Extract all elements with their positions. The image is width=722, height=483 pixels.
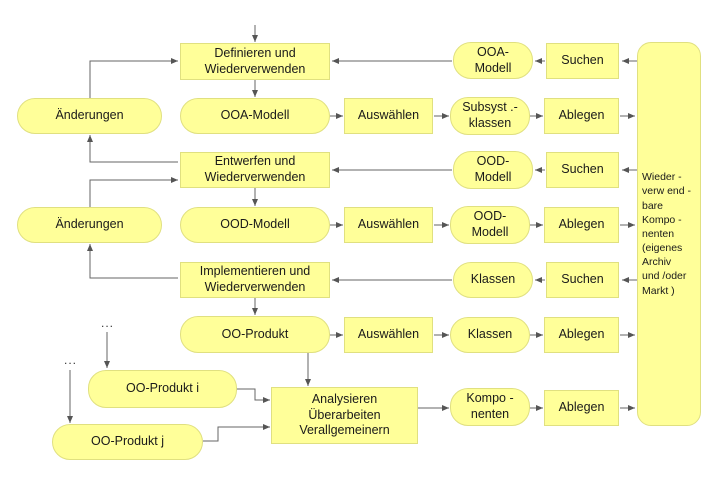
- node-suchen-3: Suchen: [546, 262, 619, 298]
- node-implementieren: Implementieren und Wiederverwenden: [180, 262, 330, 298]
- node-aenderungen-2: Änderungen: [17, 207, 162, 243]
- edge-implementieren-aend2: [87, 244, 178, 279]
- node-ood-modell-right: OOD- Modell: [450, 206, 530, 244]
- node-ablegen-2: Ablegen: [544, 207, 619, 243]
- node-auswaehlen-2: Auswählen: [344, 207, 433, 243]
- ellipsis-2: ...: [64, 353, 78, 367]
- node-oo-produkt-j: OO-Produkt j: [52, 424, 203, 460]
- node-klassen-bottom: Klassen: [450, 317, 530, 353]
- node-aenderungen-1: Änderungen: [17, 98, 162, 134]
- node-suchen-2: Suchen: [546, 152, 619, 188]
- node-repository: Wieder - verw end - bare Kompo - nenten …: [637, 42, 701, 426]
- node-definieren: Definieren und Wiederverwenden: [180, 43, 330, 80]
- node-ablegen-3: Ablegen: [544, 317, 619, 353]
- node-klassen-top: Klassen: [453, 262, 533, 298]
- edge-aend1-definieren: [89, 58, 178, 98]
- node-subsyst-klassen: Subsyst .- klassen: [450, 97, 530, 135]
- edge-produkt-j-analysieren: [203, 424, 270, 442]
- node-oo-produkt-i: OO-Produkt i: [88, 370, 237, 408]
- edge-produkt-i-analysieren: [237, 388, 270, 403]
- node-komponenten: Kompo - nenten: [450, 388, 530, 426]
- node-ood-modell-right-top: OOD- Modell: [453, 151, 533, 189]
- edge-entwerfen-aend1: [87, 135, 178, 163]
- node-analysieren: Analysieren Überarbeiten Verallgemeinern: [271, 387, 418, 444]
- node-ood-modell-left: OOD-Modell: [180, 207, 330, 243]
- node-auswaehlen-3: Auswählen: [344, 317, 433, 353]
- node-ooa-modell-right: OOA- Modell: [453, 42, 533, 79]
- node-ooa-modell-left: OOA-Modell: [180, 98, 330, 134]
- ellipsis-1: ...: [101, 316, 115, 330]
- node-ablegen-1: Ablegen: [544, 98, 619, 134]
- edge-aend2-entwerfen: [89, 177, 178, 207]
- node-suchen-1: Suchen: [546, 43, 619, 79]
- node-oo-produkt: OO-Produkt: [180, 316, 330, 353]
- node-auswaehlen-1: Auswählen: [344, 98, 433, 134]
- node-ablegen-4: Ablegen: [544, 390, 619, 426]
- node-entwerfen: Entwerfen und Wiederverwenden: [180, 152, 330, 188]
